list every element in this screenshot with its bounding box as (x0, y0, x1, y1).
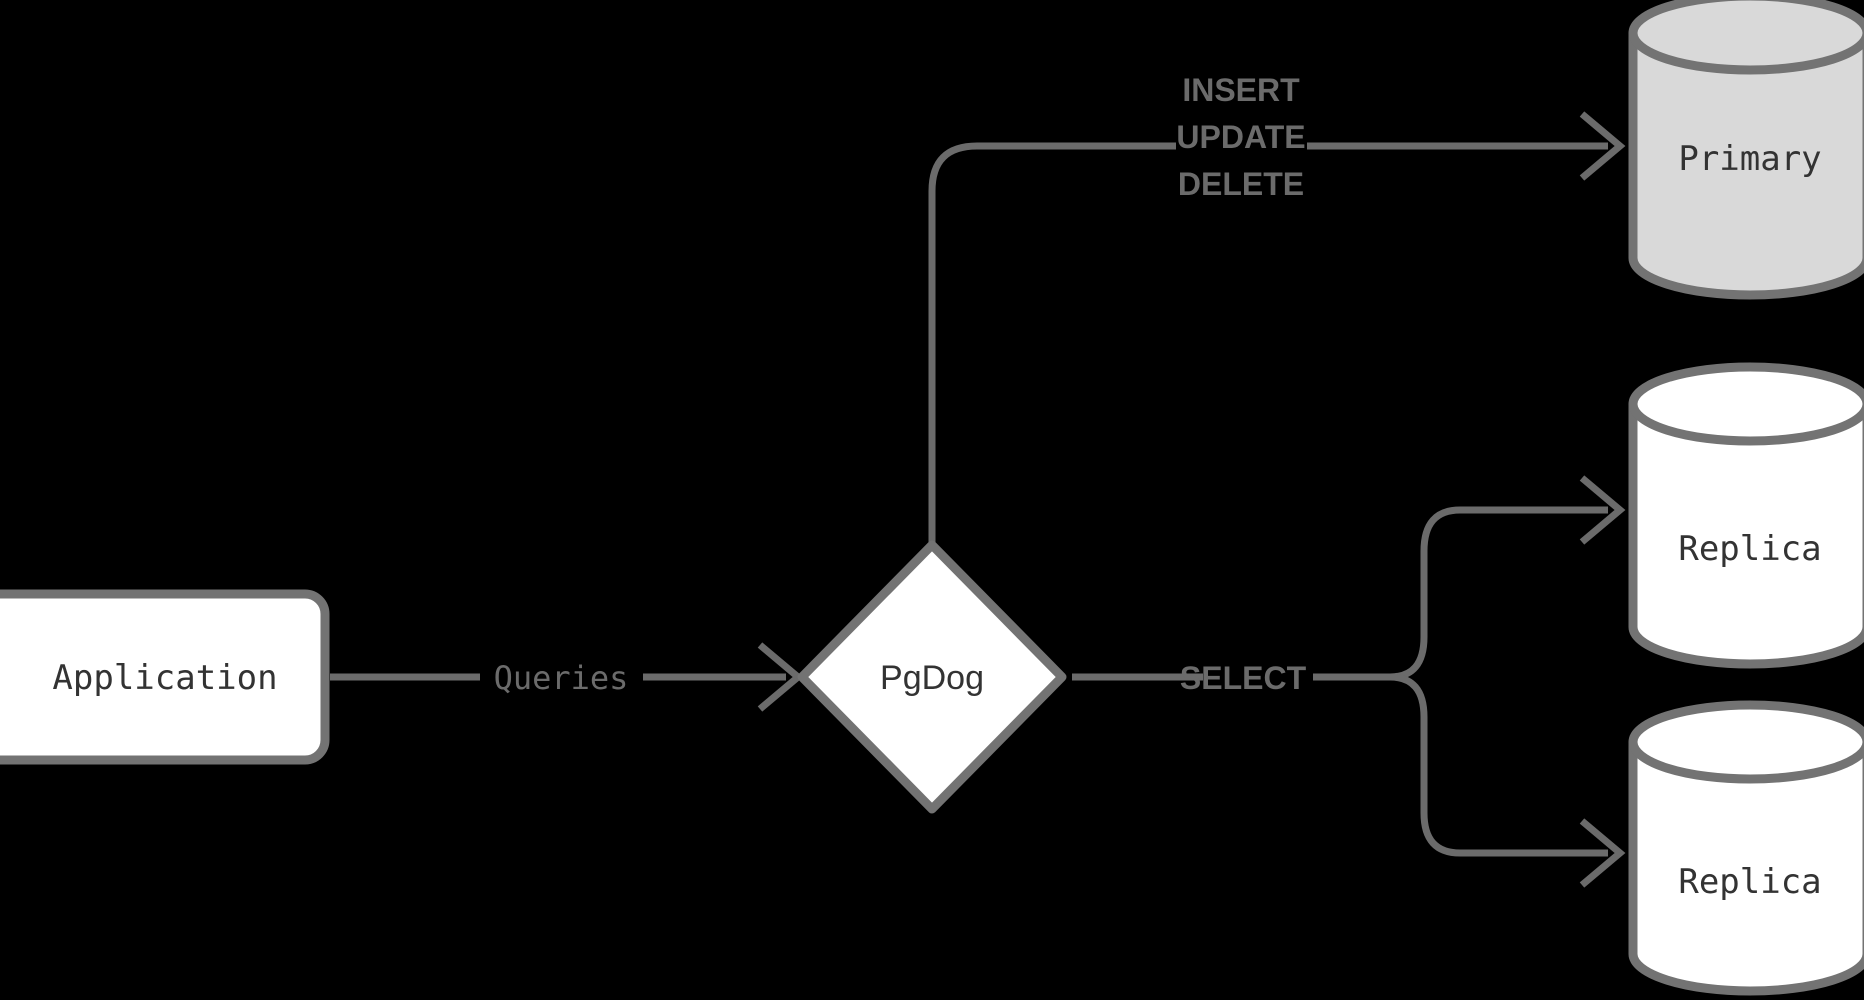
arrowhead-into-replica-1 (1579, 475, 1626, 545)
node-primary[interactable]: Primary (1628, 0, 1864, 300)
edge-branch-upper-replica (1389, 506, 1608, 681)
replica-1-cylinder-body[interactable] (1628, 399, 1864, 669)
replica-2-cylinder-body[interactable] (1628, 737, 1864, 996)
edge-label-delete: DELETE (1178, 166, 1304, 202)
node-application[interactable]: Application (0, 589, 330, 765)
replica-1-cylinder-top (1628, 362, 1864, 446)
pgdog-label: PgDog (880, 659, 984, 697)
edge-segment-primary-left (928, 142, 1176, 548)
primary-cylinder-top (1628, 0, 1864, 75)
primary-cylinder-body[interactable] (1628, 28, 1864, 300)
node-replica-1[interactable]: Replica (1628, 362, 1864, 669)
edge-pgdog-to-primary: INSERT UPDATE DELETE (928, 72, 1626, 548)
application-label: Application (52, 658, 277, 698)
application-box[interactable] (0, 589, 330, 765)
replica-2-label: Replica (1678, 862, 1821, 902)
edge-application-to-pgdog: Queries (330, 642, 804, 712)
edge-label-update: UPDATE (1176, 119, 1305, 155)
edge-label-select: SELECT (1180, 660, 1307, 696)
node-pgdog[interactable]: PgDog (797, 540, 1067, 814)
pgdog-diamond[interactable] (797, 540, 1067, 814)
arrowhead-into-replica-2 (1579, 818, 1626, 888)
replica-1-label: Replica (1678, 529, 1821, 569)
edge-pgdog-to-replicas: SELECT (1072, 475, 1626, 888)
primary-label: Primary (1678, 139, 1821, 179)
edge-label-queries: Queries (494, 659, 629, 697)
edge-label-insert: INSERT (1182, 72, 1300, 108)
edge-branch-lower-replica (1389, 673, 1608, 857)
arrowhead-into-primary (1579, 111, 1626, 181)
node-replica-2[interactable]: Replica (1628, 700, 1864, 996)
replica-2-cylinder-top (1628, 700, 1864, 784)
